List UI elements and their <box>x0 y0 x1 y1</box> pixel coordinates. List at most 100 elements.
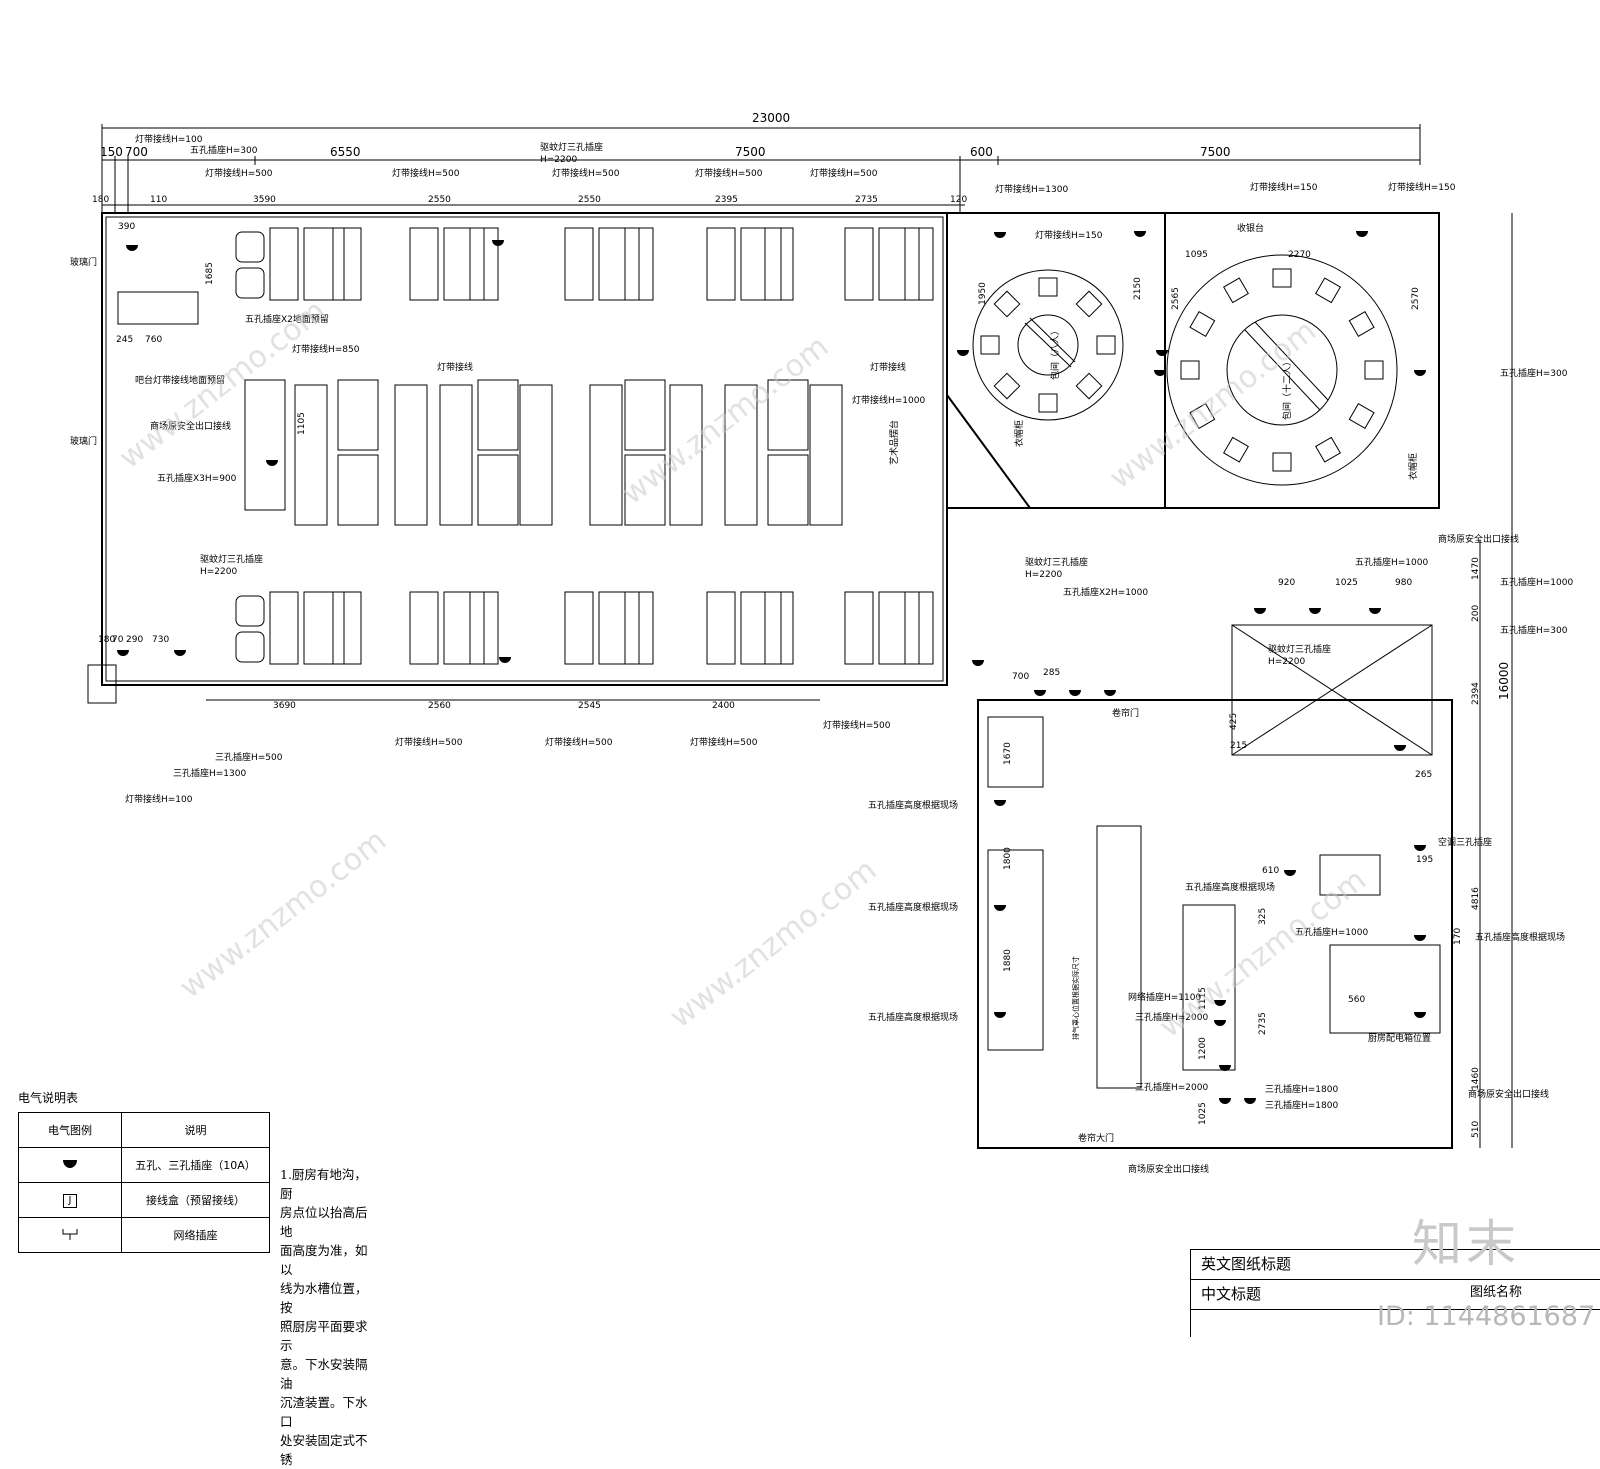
drawing-name: 图纸名称 <box>1470 1285 1523 1300</box>
booth-table <box>598 591 640 665</box>
socket-icon <box>994 1012 1006 1018</box>
booth-seat <box>332 591 362 665</box>
socket-icon <box>1394 745 1406 751</box>
label-three-2000-b: 三孔插座H=2000 <box>1135 1081 1208 1093</box>
label-light-500-a: 灯带接线H=500 <box>205 167 273 179</box>
label-light-1000: 灯带接线H=1000 <box>852 394 925 406</box>
dim-detail-8: 2735 <box>855 195 878 205</box>
booth-table <box>878 591 920 665</box>
label-private-room-1: 包间（八人） <box>1049 326 1061 380</box>
booth-table <box>740 227 782 301</box>
socket-icon <box>18 1147 122 1183</box>
booth-seat <box>564 591 594 665</box>
round-table-chair <box>1348 311 1375 337</box>
legend-table: 电气图例 说明 五孔、三孔插座（10A） J 接线盒（预留接线） 网络插座 <box>18 1112 270 1253</box>
dim-seg-1: 150 <box>100 145 123 159</box>
socket-icon <box>266 460 278 466</box>
label-bar-strip: 吧台灯带接线地面预留 <box>135 374 225 386</box>
label-ac-socket: 空调三孔插座 <box>1438 836 1492 848</box>
room-dim-15: 285 <box>1043 668 1060 678</box>
label-h2200-kitchen: H=2200 <box>1268 657 1305 667</box>
room-dim-29: 2735 <box>1258 1012 1268 1035</box>
socket-icon <box>1244 1098 1256 1104</box>
legend-desc-socket: 五孔、三孔插座（10A） <box>121 1147 270 1183</box>
room-dim-3: 2150 <box>1133 277 1143 300</box>
dim-right-4: 4816 <box>1471 887 1481 910</box>
dim-right-6: 510 <box>1471 1121 1481 1138</box>
watermark-site-4: www.znzmo.com <box>173 823 393 1005</box>
note-line: 房点位以抬高后地 <box>280 1205 368 1239</box>
bench <box>669 384 703 526</box>
label-light-1300: 灯带接线H=1300 <box>995 183 1068 195</box>
room-dim-14: 700 <box>1012 672 1029 682</box>
room-dim-20: 195 <box>1416 855 1433 865</box>
label-art-wall: 艺术品摆台 <box>888 420 900 465</box>
socket-icon <box>117 650 129 656</box>
dining-table <box>767 379 809 451</box>
dining-table <box>337 454 379 526</box>
round-table-chair <box>993 290 1021 318</box>
room-dim-17: 215 <box>1230 741 1247 751</box>
socket-icon <box>1309 608 1321 614</box>
label-light-500-b: 灯带接线H=500 <box>392 167 460 179</box>
round-table-chair <box>1315 436 1341 463</box>
round-table-chair <box>1075 372 1103 400</box>
booth-seat <box>409 227 439 301</box>
round-table-chair <box>1315 277 1341 304</box>
socket-icon <box>1414 935 1426 941</box>
room-dim-5: 2570 <box>1411 287 1421 310</box>
legend-title: 电气说明表 <box>18 1091 79 1105</box>
booth-table <box>303 591 345 665</box>
room-dim-13: 980 <box>1395 578 1412 588</box>
room-dim-27: 1025 <box>1198 1102 1208 1125</box>
dim-bottom-3: 2545 <box>578 701 601 711</box>
socket-icon <box>1284 870 1296 876</box>
booth-table <box>443 591 485 665</box>
dining-table <box>624 379 666 451</box>
room-dim-9: 760 <box>145 335 162 345</box>
dim-detail-4: 3590 <box>253 195 276 205</box>
dim-bl-2: 70 <box>112 635 124 645</box>
socket-icon <box>1254 608 1266 614</box>
dim-bottom-4: 2400 <box>712 701 735 711</box>
label-three-500: 三孔插座H=500 <box>215 751 283 763</box>
round-table-chair <box>1223 436 1249 463</box>
booth-table <box>878 227 920 301</box>
socket-icon <box>994 800 1006 806</box>
label-safety-exit-4: 商场原安全出口接线 <box>1128 1163 1209 1175</box>
label-light-150-a: 灯带接线H=150 <box>1250 181 1318 193</box>
booth-seat <box>269 591 299 665</box>
english-title: 英文图纸标题 <box>1191 1250 1600 1280</box>
label-light-150-b: 灯带接线H=150 <box>1388 181 1456 193</box>
dim-bl-4: 730 <box>152 635 169 645</box>
room-dim-25: 1880 <box>1003 949 1013 972</box>
dim-seg-2: 700 <box>125 145 148 159</box>
dim-seg-4: 7500 <box>735 145 766 159</box>
round-table-chair <box>993 372 1021 400</box>
label-bar-floor: 五孔插座X2地面预留 <box>245 313 329 325</box>
label-five-site-c: 五孔插座高度根据现场 <box>868 1011 958 1023</box>
note-line: 沉渣装置。下水口 <box>280 1395 368 1429</box>
room-dim-4: 2565 <box>1171 287 1181 310</box>
label-light-500-e: 灯带接线H=500 <box>810 167 878 179</box>
room-dim-1: 1095 <box>1185 250 1208 260</box>
electrical-legend: 电气说明表 电气图例 说明 五孔、三孔插座（10A） J 接线盒（预留接线） 网… <box>18 1089 270 1253</box>
label-mosquito-top: 驱蚊灯三孔插座 <box>540 141 603 153</box>
round-table-chair <box>1189 311 1216 337</box>
socket-icon <box>1134 231 1146 237</box>
label-h2200-top: H=2200 <box>540 155 577 165</box>
socket-icon <box>1219 1098 1231 1104</box>
booth-seat <box>764 591 794 665</box>
booth-seat <box>469 227 499 301</box>
socket-icon <box>492 240 504 246</box>
round-table-chair <box>1075 290 1103 318</box>
socket-icon <box>957 350 969 356</box>
dim-detail-6: 2550 <box>578 195 601 205</box>
label-light-100-bottom: 灯带接线H=100 <box>125 793 193 805</box>
round-table-chair <box>980 335 1000 355</box>
network-socket-icon <box>18 1217 122 1253</box>
bench <box>519 384 553 526</box>
dining-table <box>477 454 519 526</box>
label-five-site-b: 五孔插座高度根据现场 <box>868 901 958 913</box>
legend-desc-network: 网络插座 <box>121 1217 270 1253</box>
